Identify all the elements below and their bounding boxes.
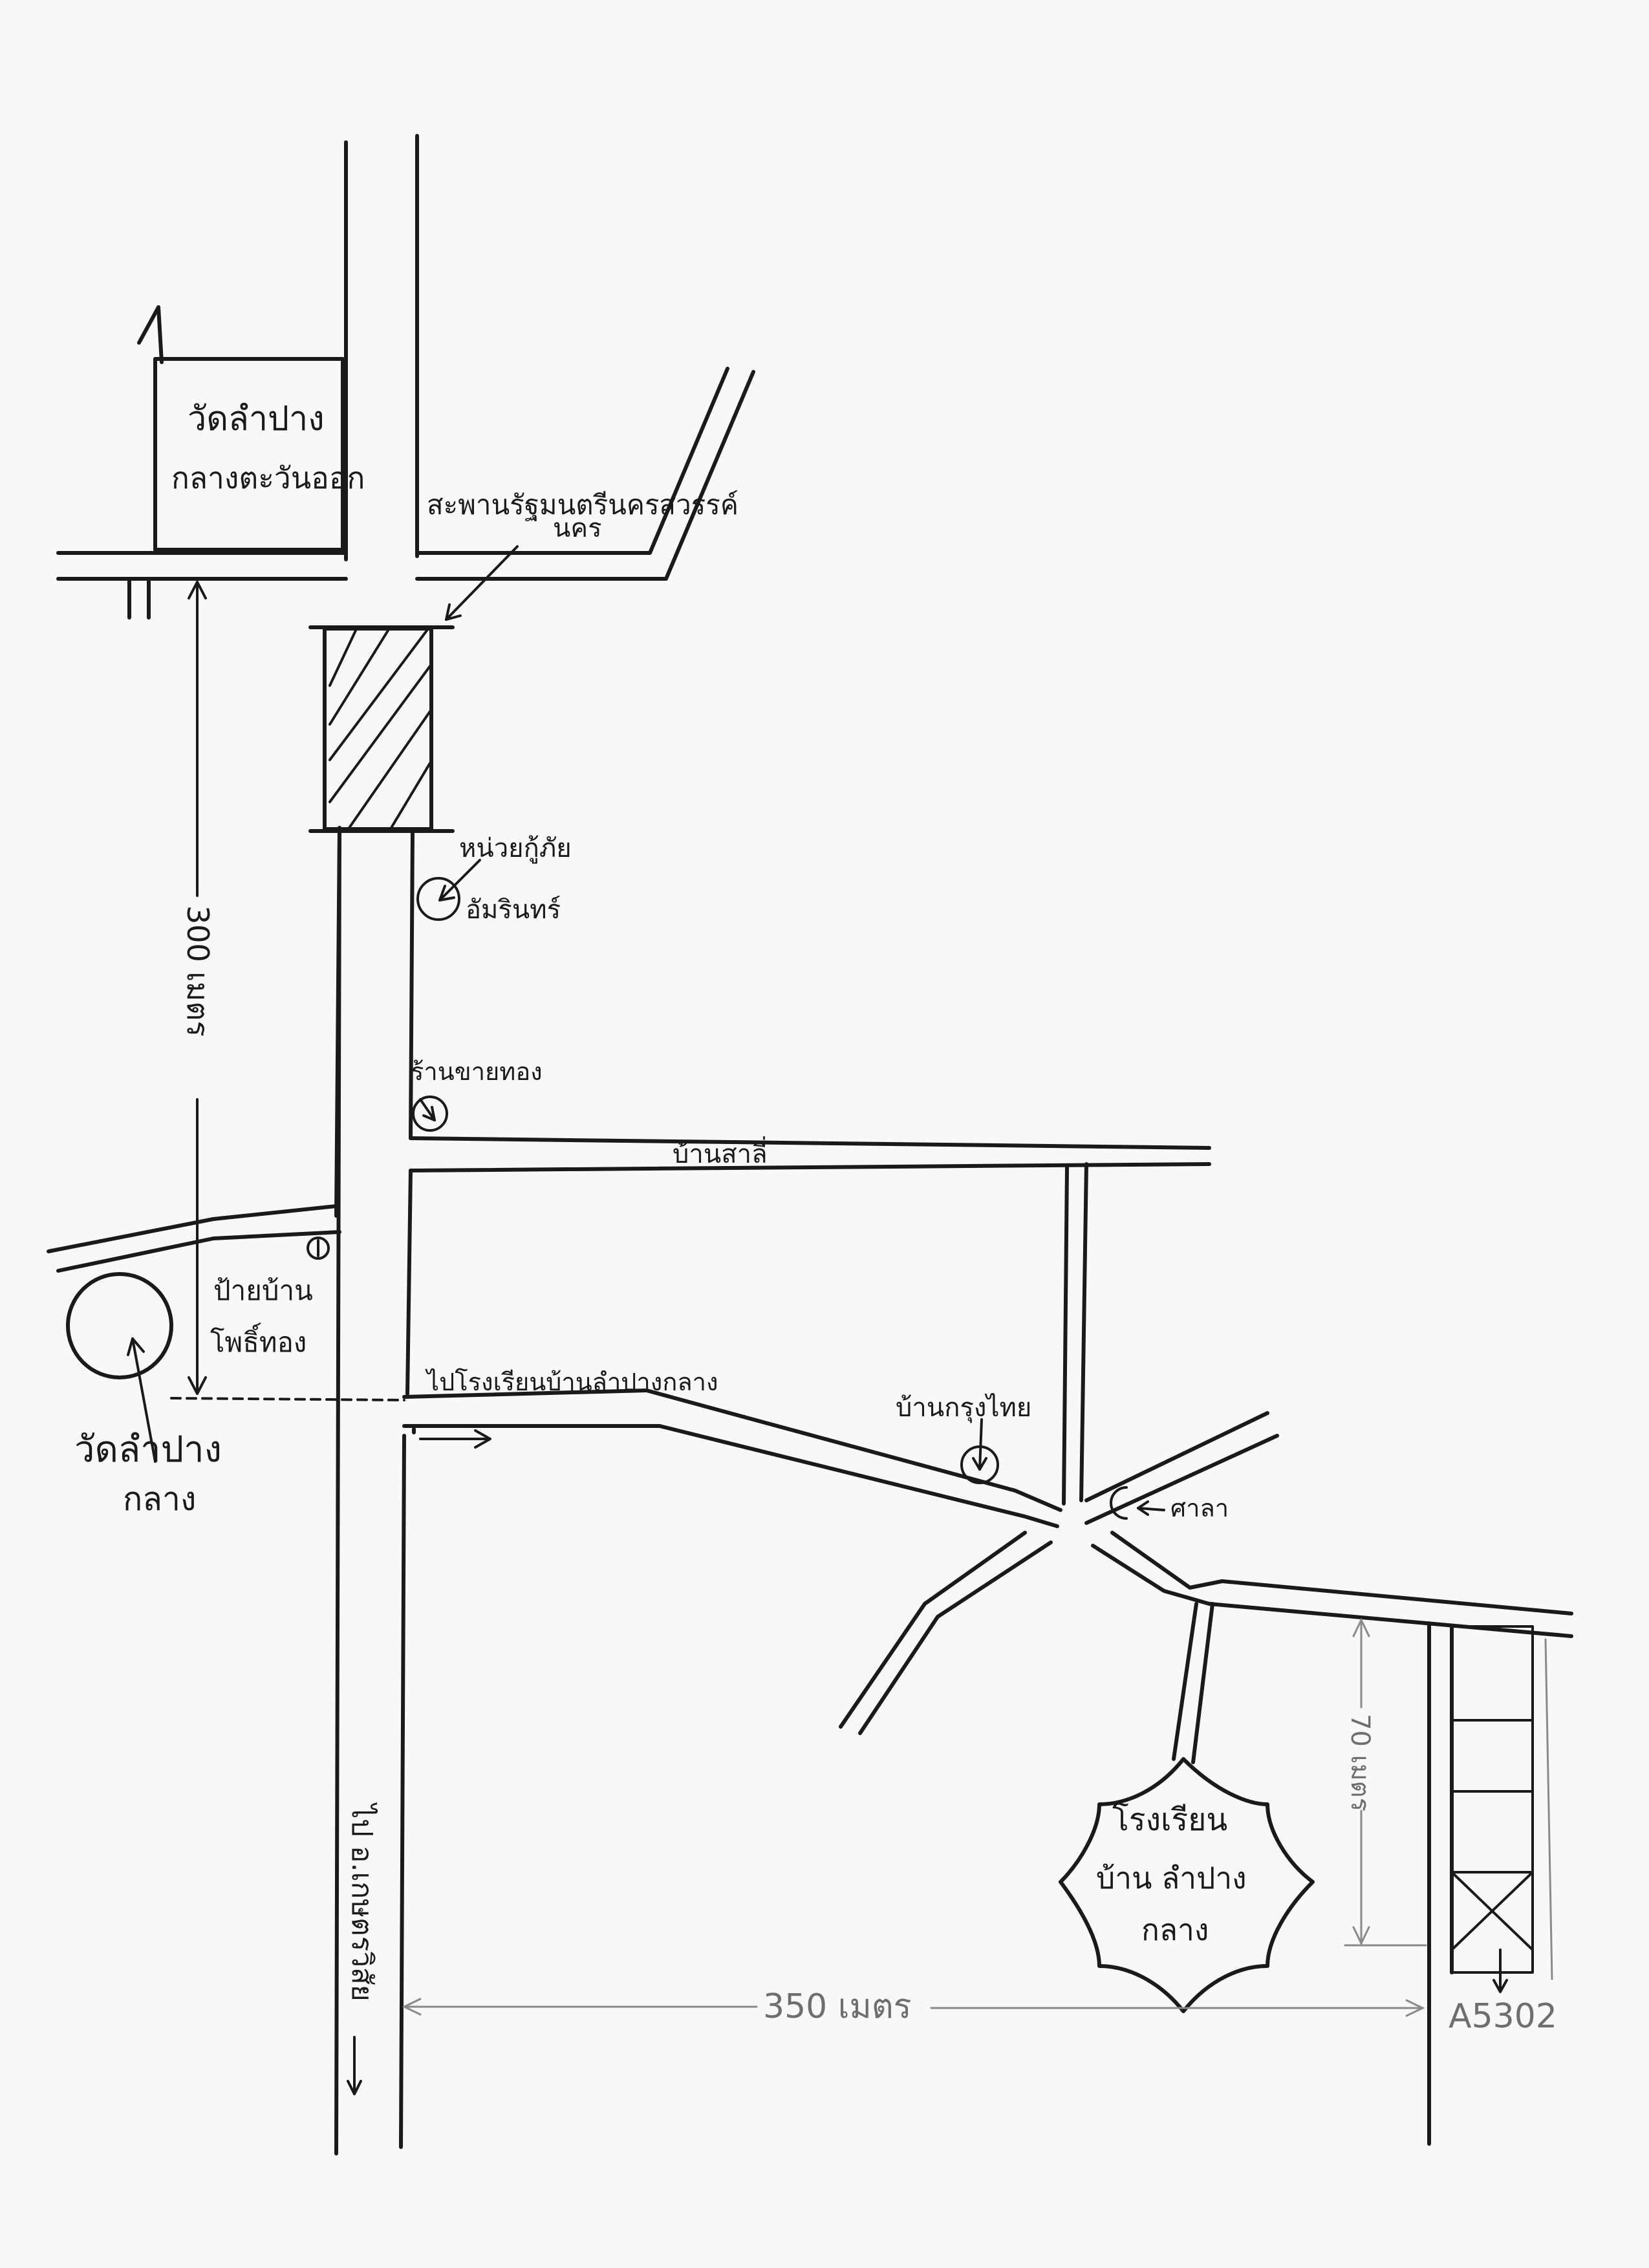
dist-300-line	[170, 581, 405, 1401]
map-code: A5302	[1449, 1997, 1557, 2036]
main-road	[334, 134, 419, 2155]
rescue-unit-line1: หน่วยกู้ภัย	[459, 834, 572, 863]
junction-roads	[839, 1411, 1573, 1764]
school-road	[402, 1388, 1062, 1528]
road-top-label: บ้านสาลี่	[673, 1136, 768, 1169]
pavilion-marker	[1110, 1486, 1165, 1520]
house-marker	[960, 1418, 999, 1484]
school-line1: โรงเรียน	[1112, 1802, 1227, 1838]
temple-east-line1: วัดลำปาง	[188, 400, 325, 438]
temple-center-line1: วัดลำปาง	[74, 1429, 222, 1471]
rescue-unit-marker	[416, 859, 481, 921]
dist-70-line	[1344, 1617, 1427, 1947]
dist-350-label: 350 เมตร	[763, 1987, 912, 2026]
top-right-road	[415, 367, 755, 581]
dist-300-label: 300 เมตร	[180, 905, 215, 1037]
temple-east-plot	[153, 357, 345, 552]
to-district-arrow	[347, 2036, 362, 2095]
temple-center-line2: กลาง	[123, 1480, 196, 1518]
ban-sali-road	[405, 1136, 1211, 1506]
school-line2: บ้าน ลำปาง	[1096, 1861, 1247, 1895]
temple-east-line2: กลางตะวันออก	[171, 460, 365, 495]
to-district-label: ไป อ.เกษตรวิสัย	[345, 1802, 378, 2002]
rescue-unit-line2: อัมรินทร์	[466, 895, 561, 925]
temple-center-marker	[66, 1272, 173, 1463]
bank-building	[308, 545, 519, 833]
school-badge	[1059, 1757, 1315, 2013]
bank-label-line2: นคร	[553, 513, 602, 543]
sign-line2: โพธิ์ทอง	[210, 1323, 307, 1358]
right-side-road	[1427, 1621, 1553, 2146]
left-side-road	[47, 1204, 341, 1273]
to-school-label: ไปโรงเรียนบ้านลำปางกลาง	[425, 1368, 718, 1396]
gold-shop-label: ร้านขายทอง	[411, 1057, 543, 1086]
house-label: บ้านกรุงไทย	[896, 1393, 1031, 1423]
dist-350-line	[402, 1998, 1425, 2017]
top-left-road	[56, 305, 348, 620]
gold-shop-marker	[412, 1096, 448, 1132]
school-line3: กลาง	[1141, 1912, 1209, 1947]
sign-line1: ป้ายบ้าน	[213, 1275, 313, 1306]
bank-label-line1: สะพานรัฐมนตรีนครสวรรค์	[427, 489, 738, 521]
dist-70-label: 70 เมตร	[1345, 1714, 1375, 1811]
pavilion-label: ศาลา	[1170, 1494, 1229, 1522]
